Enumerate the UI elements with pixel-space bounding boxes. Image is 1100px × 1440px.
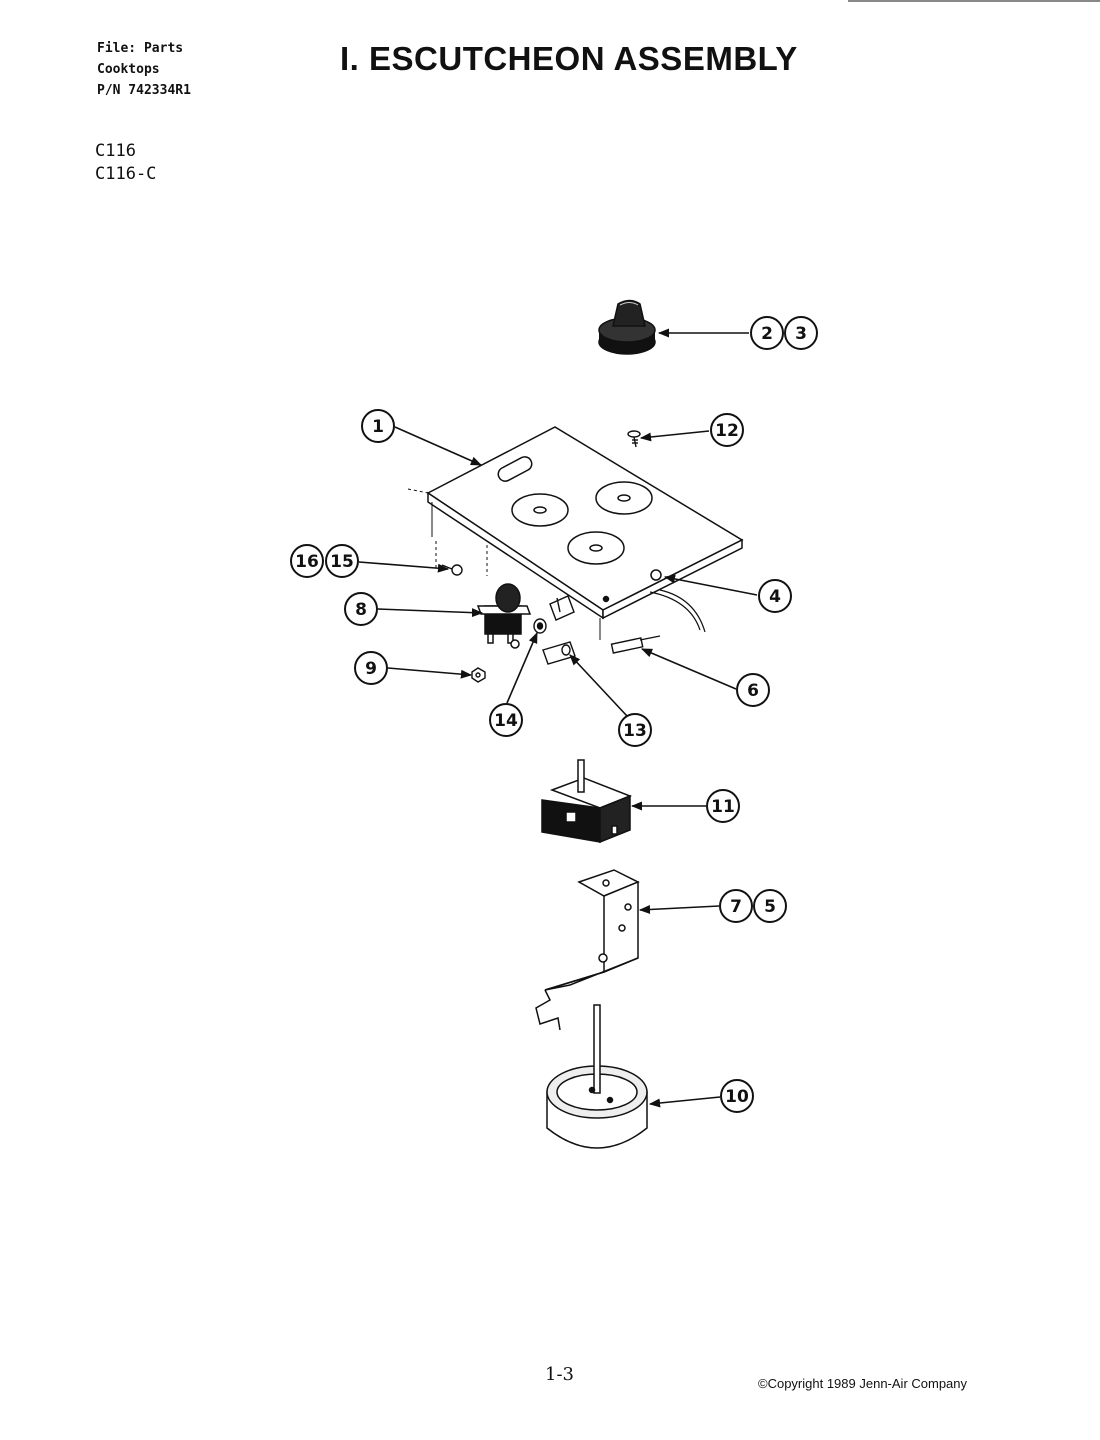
nut-9 <box>471 667 486 683</box>
callout-8: 8 <box>344 592 378 626</box>
svg-text:15: 15 <box>330 552 354 572</box>
svg-text:16: 16 <box>295 552 319 572</box>
callout-4: 4 <box>758 579 792 613</box>
svg-text:6: 6 <box>747 681 759 701</box>
small-bracket <box>549 595 575 621</box>
svg-text:14: 14 <box>494 711 518 731</box>
category-line: Cooktops <box>97 62 160 77</box>
escutcheon-panel <box>407 426 744 640</box>
callout-7: 7 <box>719 889 753 923</box>
callout-3: 3 <box>784 316 818 350</box>
svg-text:3: 3 <box>795 324 807 344</box>
callout-5: 5 <box>753 889 787 923</box>
callout-2: 2 <box>750 316 784 350</box>
screw-15-16 <box>441 564 463 576</box>
infinite-switch-11 <box>541 759 633 844</box>
file-info: File: Parts Cooktops P/N 742334R1 <box>97 38 191 101</box>
svg-text:12: 12 <box>715 421 739 441</box>
callout-1: 1 <box>361 409 395 443</box>
svg-text:7: 7 <box>730 897 742 917</box>
page-title: I. ESCUTCHEON ASSEMBLY <box>340 40 798 77</box>
model-c116: C116 <box>95 141 136 161</box>
callout-6: 6 <box>736 673 770 707</box>
copyright-notice: ©Copyright 1989 Jenn-Air Company <box>758 1376 968 1391</box>
nut-14 <box>533 618 547 634</box>
file-line: File: Parts <box>97 41 184 56</box>
part-number-line: P/N 742334R1 <box>97 83 191 98</box>
callout-11: 11 <box>706 789 740 823</box>
svg-text:11: 11 <box>711 797 735 817</box>
top-rule <box>848 0 1100 2</box>
leader-arrows <box>358 328 758 1108</box>
switch-8 <box>476 583 532 649</box>
callout-9: 9 <box>354 651 388 685</box>
svg-text:13: 13 <box>623 721 647 741</box>
screw-13 <box>542 641 576 665</box>
page-number: 1-3 <box>545 1364 574 1385</box>
svg-text:4: 4 <box>769 587 781 607</box>
callout-14: 14 <box>489 703 523 737</box>
svg-text:8: 8 <box>355 600 367 620</box>
callout-16: 16 <box>290 544 324 578</box>
callout-10: 10 <box>720 1079 754 1113</box>
callout-13: 13 <box>618 713 652 747</box>
svg-text:10: 10 <box>725 1087 749 1107</box>
control-knob <box>598 299 656 355</box>
terminal-6 <box>610 635 661 654</box>
timer-10 <box>546 1004 648 1149</box>
svg-text:9: 9 <box>365 659 377 679</box>
mounting-bracket <box>535 869 640 1031</box>
callout-15: 15 <box>325 544 359 578</box>
svg-text:5: 5 <box>764 897 776 917</box>
svg-text:2: 2 <box>761 324 773 344</box>
model-list: C116 C116-C <box>95 140 156 186</box>
callout-12: 12 <box>710 413 744 447</box>
svg-text:1: 1 <box>372 417 384 437</box>
model-c116-c: C116-C <box>95 164 157 184</box>
screw-12 <box>627 430 641 448</box>
